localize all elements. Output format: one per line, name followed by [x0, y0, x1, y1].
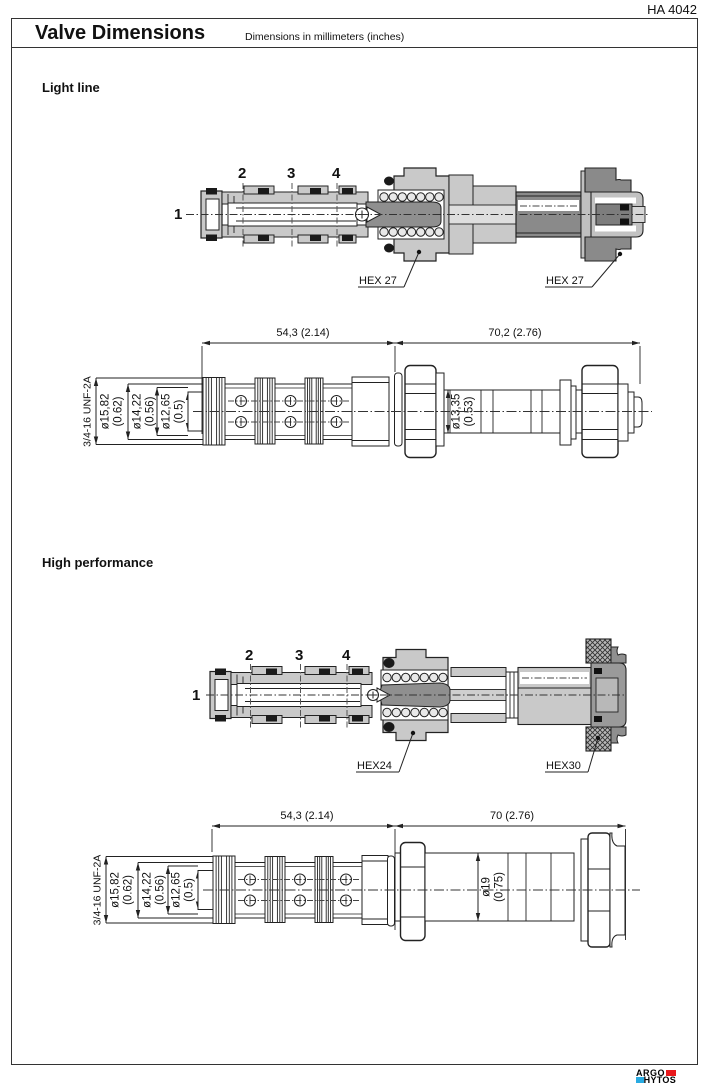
svg-text:ø12,65: ø12,65	[171, 872, 183, 908]
svg-text:3: 3	[295, 647, 303, 664]
svg-text:70,2 (2.76): 70,2 (2.76)	[488, 327, 541, 339]
svg-text:70 (2.76): 70 (2.76)	[490, 810, 534, 822]
svg-text:1: 1	[174, 206, 182, 223]
svg-text:HEX30: HEX30	[546, 760, 581, 772]
svg-text:ø19: ø19	[481, 877, 493, 897]
svg-text:4: 4	[342, 647, 351, 664]
svg-text:HEX24: HEX24	[357, 760, 392, 772]
svg-text:3: 3	[287, 165, 295, 182]
svg-text:ø15,82: ø15,82	[100, 394, 112, 430]
svg-text:1: 1	[192, 687, 200, 704]
svg-text:54,3 (2.14): 54,3 (2.14)	[276, 327, 329, 339]
svg-text:4: 4	[332, 165, 341, 182]
svg-text:3/4-16 UNF-2A: 3/4-16 UNF-2A	[82, 376, 94, 447]
svg-text:2: 2	[238, 165, 246, 182]
svg-text:(0.75): (0.75)	[494, 872, 506, 902]
svg-text:(0.56): (0.56)	[145, 396, 157, 426]
svg-text:54,3 (2.14): 54,3 (2.14)	[280, 810, 333, 822]
svg-text:(0.62): (0.62)	[123, 875, 135, 905]
svg-text:HEX 27: HEX 27	[546, 275, 584, 287]
svg-text:(0.5): (0.5)	[174, 400, 186, 424]
svg-text:ø14,22: ø14,22	[142, 872, 154, 908]
svg-text:ø13,35: ø13,35	[451, 394, 463, 430]
svg-text:HEX 27: HEX 27	[359, 275, 397, 287]
svg-text:(0.56): (0.56)	[155, 875, 167, 905]
svg-text:(0.5): (0.5)	[184, 878, 196, 902]
svg-text:ø15,82: ø15,82	[110, 872, 122, 908]
svg-text:2: 2	[245, 647, 253, 664]
svg-text:ø12,65: ø12,65	[161, 394, 173, 430]
svg-text:ø14,22: ø14,22	[132, 394, 144, 430]
svg-text:3/4-16 UNF-2A: 3/4-16 UNF-2A	[92, 855, 104, 926]
svg-text:(0.62): (0.62)	[113, 396, 125, 426]
